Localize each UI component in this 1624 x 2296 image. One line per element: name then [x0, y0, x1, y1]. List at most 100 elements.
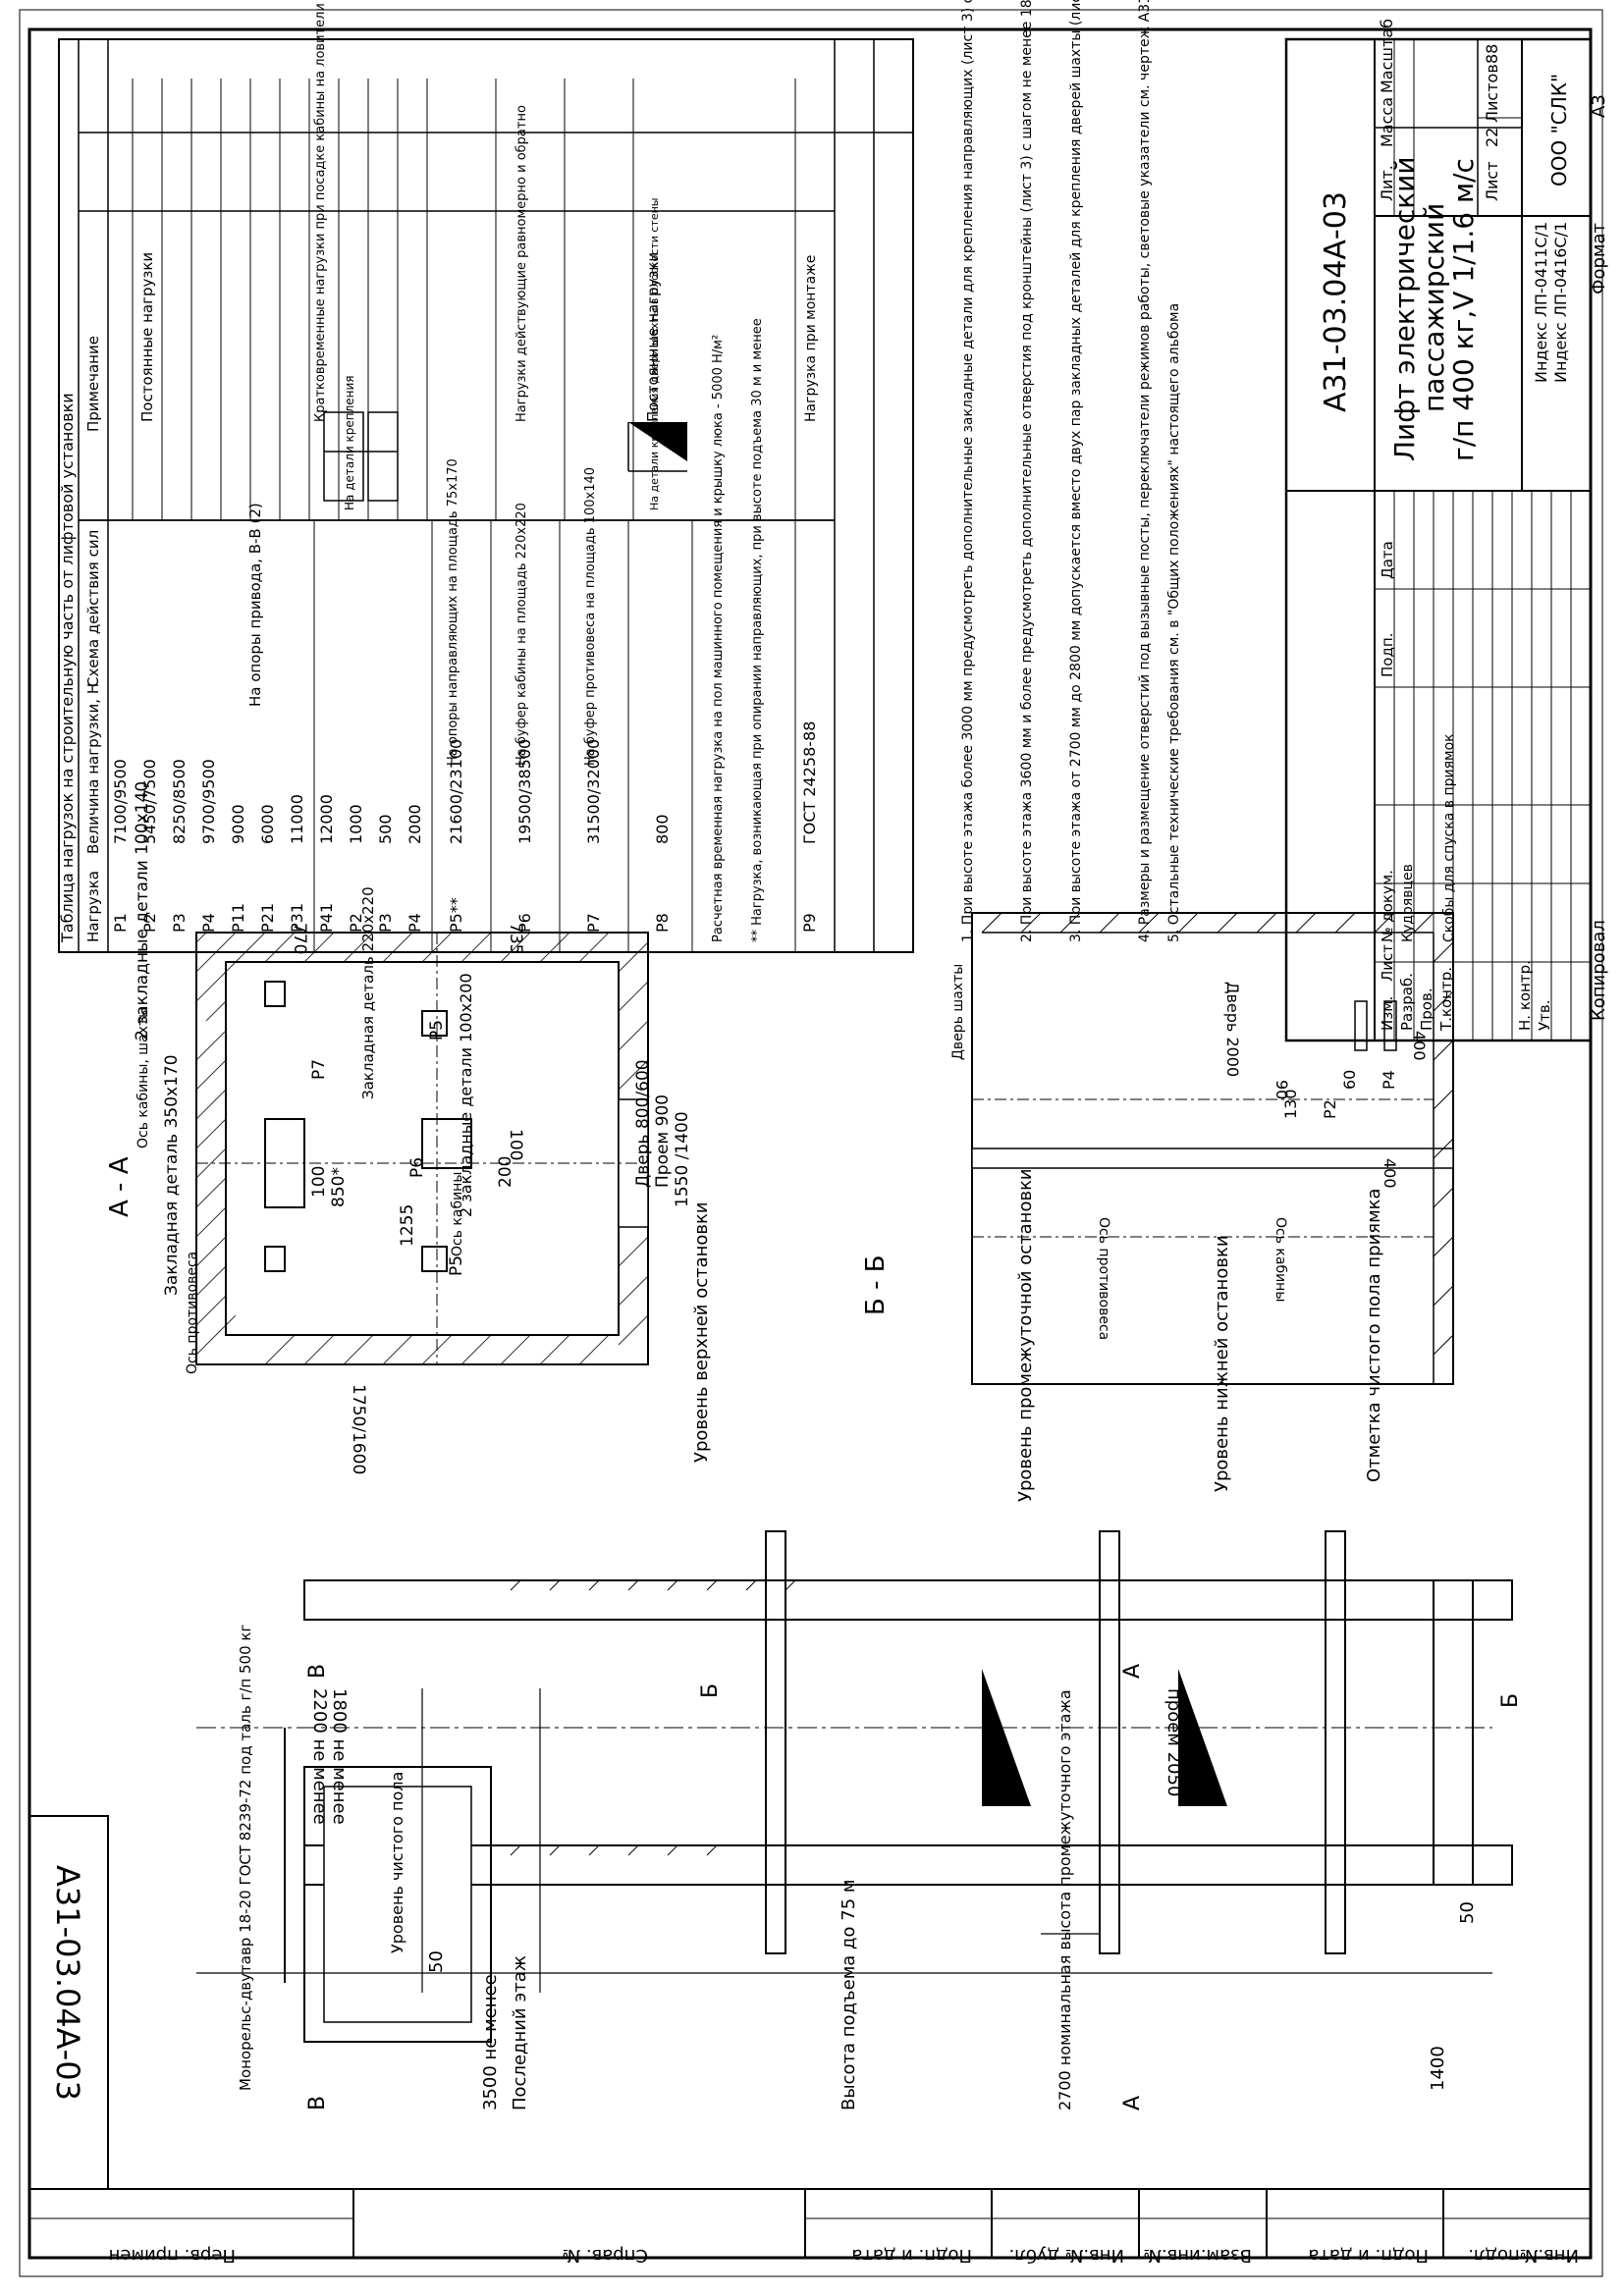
- label-axis-cabin: Ось кабины: [450, 1172, 465, 1256]
- label-monorail: Монорельс-двутавр 18-20 ГОСТ 8239-72 под…: [237, 1625, 254, 2091]
- label-ndoc: № докум.: [1379, 870, 1396, 942]
- embed-c: [421, 1010, 448, 1037]
- row-load: P3: [170, 913, 189, 933]
- row-load: P7: [584, 913, 603, 933]
- scheme-p6: На буфер кабины на площадь 220х220: [514, 503, 529, 766]
- label-izm: Изм.: [1379, 996, 1396, 1031]
- label-p4: P4: [1380, 1070, 1398, 1090]
- dim-90: 90: [1272, 1080, 1291, 1099]
- row-value: 31500/32000: [584, 739, 603, 844]
- dim-400: 400: [1380, 1158, 1399, 1189]
- label-nkontr: Н. контр.: [1516, 960, 1534, 1031]
- label-podp: Подп.: [1379, 633, 1396, 677]
- strip-label-7: Инв.№подл.: [1468, 2245, 1579, 2266]
- row-load: P5**: [447, 897, 465, 933]
- row-p9-value: ГОСТ 24258-88: [800, 721, 819, 844]
- dim-50: 50: [426, 1950, 447, 1973]
- row-load: P11: [229, 903, 247, 933]
- strip-label-6: Подп. и дата: [1308, 2245, 1429, 2266]
- label-embed-220: Закладная деталь 220х220: [359, 886, 377, 1099]
- row-load: P8: [653, 913, 672, 933]
- binding-strip: Перв. примен Справ. № Подп. и дата Инв.№…: [29, 2188, 1591, 2266]
- dim-2200: 2200 не менее: [309, 1688, 330, 1825]
- row-load: P6: [515, 913, 534, 933]
- door-sketch-2: [1178, 1669, 1227, 1806]
- row-load: P31: [288, 903, 306, 933]
- dim-nominal: 2700 номинальная высота промежуточного э…: [1056, 1689, 1074, 2110]
- label-mass: Масса: [1378, 97, 1396, 147]
- value-sheets: 88: [1483, 44, 1501, 64]
- inner-frame: [27, 27, 1593, 2260]
- dim-100b: 100: [506, 1129, 525, 1160]
- strip-label-1: Перв. примен: [109, 2245, 236, 2266]
- title-company: ООО "СЛК": [1547, 74, 1571, 187]
- dim-50b: 50: [1457, 1901, 1478, 1924]
- label-mid-stop: Уровень промежуточной остановки: [1015, 1168, 1036, 1502]
- row-value: 7100/9500: [111, 759, 130, 844]
- label-top-stop: Уровень верхней остановки: [691, 1201, 712, 1463]
- label-tkontr: Т.контр.: [1437, 967, 1455, 1032]
- value-sheet: 22: [1483, 128, 1501, 147]
- label-lit: Лит.: [1378, 165, 1396, 201]
- row-value: 8250/8500: [170, 759, 189, 844]
- embed-a: [264, 981, 286, 1007]
- label-date: Дата: [1379, 541, 1396, 579]
- margin-code: А31-03.04А-03: [49, 1865, 86, 2101]
- note-constant2: Постоянные нагрузки: [644, 252, 662, 422]
- embed-220: [421, 1118, 472, 1169]
- label-opening: Проем 900: [653, 1095, 673, 1188]
- dim-735: 735: [506, 923, 525, 954]
- header-load: Нагрузка: [84, 871, 102, 942]
- dim-1255: 1255: [398, 1204, 417, 1247]
- strip-label-4: Инв.№ дубл.: [1009, 2245, 1124, 2266]
- scheme-sketch-door: [323, 411, 399, 502]
- label-sheets: Листов: [1483, 64, 1501, 123]
- label-door: Дверь 800/600: [633, 1059, 653, 1188]
- strip-label-5: Взам.инв.№: [1143, 2245, 1252, 2266]
- row-value: 9700/9500: [199, 759, 218, 844]
- label-p7: P7: [309, 1059, 329, 1080]
- dim-200: 200: [496, 1156, 515, 1188]
- title-name-3: г/п 400 кг,V 1/1.6 м/с: [1447, 158, 1480, 461]
- note-star: ** Нагрузка, возникающая при опирании на…: [750, 318, 765, 942]
- dim-400b: 400: [1410, 1031, 1429, 1061]
- strip-label-3: Подп. и дата: [851, 2245, 972, 2266]
- label-axis-cabin-bb: Ось кабины: [1272, 1217, 1288, 1302]
- axis-cabin-shaft: Ось кабины, шахты: [135, 1007, 151, 1148]
- marker-b-bottom: Б: [1498, 1693, 1523, 1708]
- row-load: P4: [406, 913, 424, 933]
- title-code: А31-03.04А-03: [1319, 191, 1353, 412]
- label-bottom-stop: Уровень нижней остановки: [1212, 1235, 1232, 1492]
- header-scheme: Схема действия сил: [84, 530, 102, 687]
- marker-a-top: А: [1120, 1664, 1145, 1679]
- format-value: А3: [1589, 94, 1609, 118]
- dim-1750: 1750/1600: [349, 1384, 368, 1474]
- format-label: Формат: [1589, 223, 1609, 294]
- dim-1400: 1400: [1428, 2046, 1448, 2091]
- table-title: Таблица нагрузок на строительную часть о…: [58, 393, 77, 943]
- dim-100: 100: [309, 1166, 329, 1198]
- section-vv: В В Б Б А А Монорельс-двутавр 18-20 ГОСТ…: [196, 1168, 1523, 2110]
- scheme-p7: На буфер противовеса на площадь 100х140: [583, 467, 598, 766]
- row-value: 19500/38500: [515, 739, 534, 844]
- note-2: 2. При высоте этажа 3600 мм и более пред…: [1019, 0, 1035, 942]
- dim-130: 130: [1281, 1089, 1300, 1119]
- marker-v-top: В: [305, 1664, 330, 1679]
- copied-label: Копировал: [1589, 920, 1609, 1021]
- strip-label-2: Справ. №: [562, 2245, 648, 2266]
- floor-load: Расчетная временная нагрузка на пол маши…: [711, 335, 726, 942]
- note-distributed: Нагрузки действующие равномерно и обратн…: [514, 105, 529, 422]
- label-p2: P2: [1321, 1099, 1339, 1119]
- title-name-1: Лифт электрический: [1388, 156, 1421, 461]
- axis-counterweight: Ось противовеса: [185, 1252, 200, 1374]
- section-aa-title: А - А: [105, 1156, 135, 1217]
- dim-770: 770: [290, 923, 309, 954]
- row-load: P21: [258, 903, 277, 933]
- row-value: 11000: [288, 794, 306, 844]
- row-value: 1000: [347, 804, 365, 844]
- note-1: 1. При высоте этажа более 3000 мм предус…: [960, 0, 976, 942]
- note-constant: Постоянные нагрузки: [138, 252, 156, 422]
- label-p5b: P5: [447, 1255, 466, 1276]
- loads-table: Таблица нагрузок на строительную часть о…: [58, 3, 914, 953]
